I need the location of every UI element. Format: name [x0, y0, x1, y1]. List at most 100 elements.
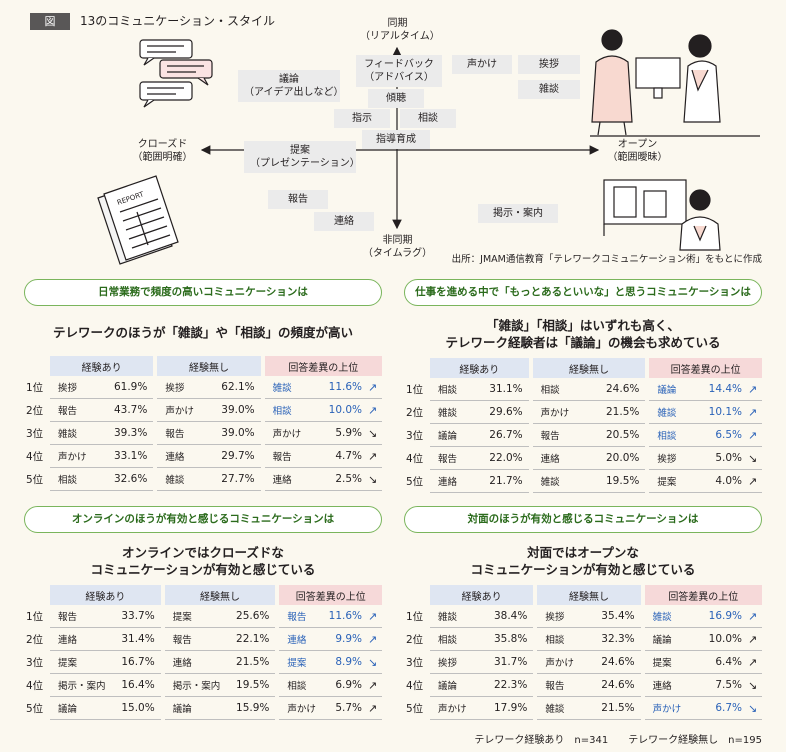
difference-label: 相談	[264, 399, 315, 422]
arrow-up-icon	[368, 376, 382, 399]
rank-label: 2位	[406, 407, 424, 419]
inexperienced-label: 報告	[164, 628, 230, 651]
difference-value: 5.0%	[689, 447, 748, 470]
inexperienced-label: 挨拶	[537, 605, 588, 628]
rank-label: 1位	[26, 611, 44, 623]
experienced-label: 雑談	[430, 605, 480, 628]
inexperienced-label: 連絡	[157, 445, 208, 468]
rank-label: 5位	[406, 703, 424, 715]
rank-label: 4位	[406, 680, 424, 692]
style-tag-report: 報告	[268, 190, 328, 209]
difference-label: 連絡	[644, 674, 695, 697]
rank-label: 1位	[406, 384, 424, 396]
section-face-to-face-effective: 対面のほうが有効と感じるコミュニケーションは 対面ではオープンな コミュニケーシ…	[404, 506, 762, 720]
inexperienced-value: 25.6%	[229, 605, 276, 628]
experienced-value: 39.3%	[99, 422, 154, 445]
axis-label-async: 非同期（タイムラグ）	[362, 235, 433, 259]
rank-label: 4位	[26, 451, 44, 463]
experienced-value: 17.9%	[479, 697, 534, 720]
experienced-value: 61.9%	[99, 376, 154, 399]
difference-label: 議論	[644, 628, 695, 651]
inexperienced-value: 29.7%	[207, 445, 261, 468]
experienced-value: 31.7%	[479, 651, 534, 674]
arrow-up-icon	[368, 697, 382, 720]
difference-label: 相談	[279, 674, 323, 697]
experienced-value: 22.3%	[479, 674, 534, 697]
column-header-inexperienced: 経験無し	[157, 356, 261, 376]
inexperienced-label: 相談	[532, 378, 587, 401]
difference-label: 連絡	[264, 468, 315, 491]
difference-label: 雑談	[264, 376, 315, 399]
arrow-down-icon	[368, 468, 382, 491]
experienced-value: 43.7%	[99, 399, 154, 422]
column-header-difference: 回答差異の上位	[644, 585, 762, 605]
difference-value: 11.6%	[314, 376, 368, 399]
experienced-label: 声かけ	[50, 445, 100, 468]
rank-label: 3位	[26, 657, 44, 669]
difference-value: 11.6%	[322, 605, 368, 628]
experienced-value: 33.1%	[99, 445, 154, 468]
arrow-down-icon	[748, 697, 762, 720]
arrow-down-icon	[748, 674, 762, 697]
difference-value: 6.9%	[322, 674, 368, 697]
inexperienced-value: 21.5%	[229, 651, 276, 674]
difference-value: 7.5%	[694, 674, 748, 697]
rank-label: 3位	[406, 430, 424, 442]
style-tag-chat: 雑談	[518, 80, 580, 99]
experienced-value: 26.7%	[470, 424, 529, 447]
rank-header-spacer	[24, 356, 50, 376]
difference-value: 6.7%	[694, 697, 748, 720]
office-people-illustration	[590, 29, 760, 137]
arrow-up-icon	[748, 424, 762, 447]
diagram-axes: REPORT	[97, 29, 760, 265]
arrow-up-icon	[748, 628, 762, 651]
inexperienced-value: 20.0%	[586, 447, 646, 470]
inexperienced-label: 雑談	[532, 470, 587, 493]
axis-label-open: オープン（範囲曖昧）	[607, 139, 668, 163]
arrow-up-icon	[368, 399, 382, 422]
rank-label: 2位	[406, 634, 424, 646]
arrow-up-icon	[368, 628, 382, 651]
difference-label: 報告	[264, 445, 315, 468]
inexperienced-label: 挨拶	[157, 376, 208, 399]
style-tag-greeting: 挨拶	[518, 55, 580, 74]
axis-label-closed: クローズド（範囲明確）	[132, 139, 193, 163]
figure-tag: 図	[30, 13, 70, 30]
inexperienced-value: 15.9%	[229, 697, 276, 720]
inexperienced-label: 連絡	[532, 447, 587, 470]
experienced-value: 29.6%	[470, 401, 529, 424]
section-heading: オンラインではクローズドな コミュニケーションが有効と感じている	[90, 545, 316, 577]
inexperienced-label: 報告	[532, 424, 587, 447]
section-online-effective: オンラインのほうが有効と感じるコミュニケーションは オンラインではクローズドな …	[24, 506, 382, 720]
difference-value: 14.4%	[689, 378, 748, 401]
column-header-difference: 回答差異の上位	[649, 358, 762, 378]
style-tag-instruction: 指示	[334, 109, 390, 128]
inexperienced-value: 39.0%	[207, 422, 261, 445]
inexperienced-label: 雑談	[157, 468, 208, 491]
arrow-down-icon	[748, 447, 762, 470]
difference-value: 10.1%	[689, 401, 748, 424]
arrow-down-icon	[368, 651, 382, 674]
column-header-difference: 回答差異の上位	[264, 356, 382, 376]
inexperienced-label: 掲示・案内	[164, 674, 230, 697]
rank-header-spacer	[24, 585, 50, 605]
experienced-value: 35.8%	[479, 628, 534, 651]
inexperienced-label: 相談	[537, 628, 588, 651]
arrow-up-icon	[368, 445, 382, 468]
sample-size-legend: テレワーク経験あり n=341 テレワーク経験無し n=195	[474, 735, 762, 746]
inexperienced-value: 22.1%	[229, 628, 276, 651]
experienced-value: 21.7%	[470, 470, 529, 493]
experienced-label: 掲示・案内	[50, 674, 115, 697]
difference-value: 10.0%	[694, 628, 748, 651]
difference-value: 8.9%	[322, 651, 368, 674]
experienced-label: 連絡	[50, 628, 115, 651]
difference-label: 雑談	[644, 605, 695, 628]
difference-value: 4.7%	[314, 445, 368, 468]
